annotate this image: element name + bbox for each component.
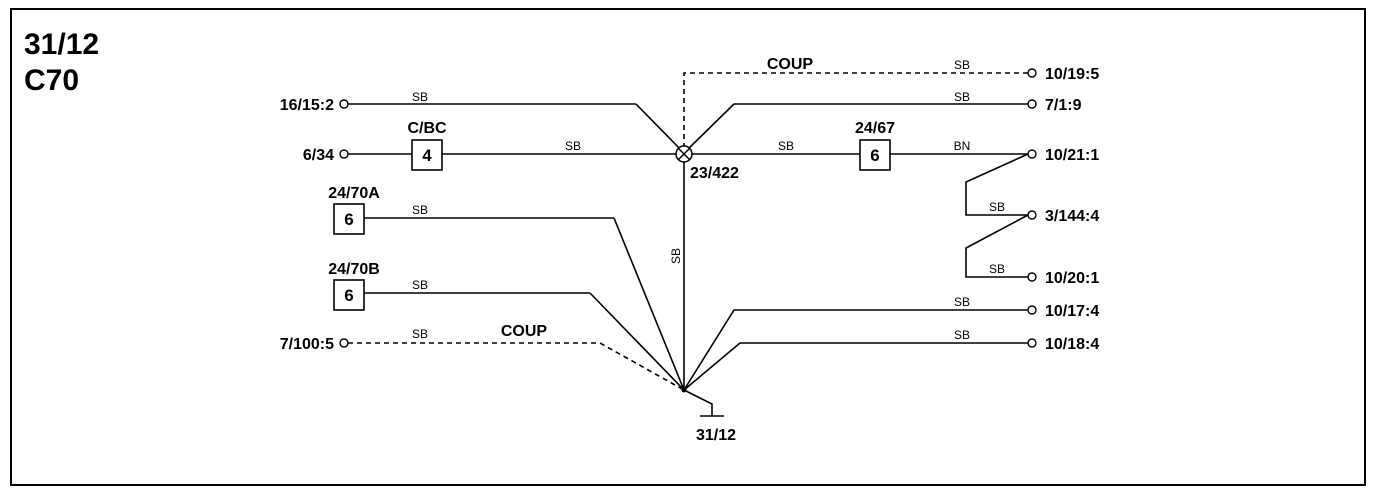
component-24-67-pin: 6 [870, 146, 879, 165]
ground-junction-dot [681, 387, 687, 393]
wire-color-label: SB [565, 139, 581, 153]
connector-10-21-1-terminal [1027, 149, 1037, 159]
component-24-70a-pin: 6 [344, 210, 353, 229]
wire-7-100-5-coup [348, 342, 685, 391]
wire-color-label: SB [412, 203, 428, 217]
connector-10-21-1: 10/21:1 [1045, 147, 1099, 164]
wire-10-18-4 [683, 342, 1028, 391]
ground-lead [683, 389, 713, 416]
wire-color-label: SB [412, 327, 428, 341]
connector-10-17-4-terminal [1027, 305, 1037, 315]
splice-icon [675, 145, 693, 163]
connector-7-1-9-terminal [1027, 99, 1037, 109]
connector-3-144-4: 3/144:4 [1045, 208, 1099, 225]
connector-10-20-1-terminal [1027, 272, 1037, 282]
connector-10-18-4: 10/18:4 [1045, 336, 1099, 353]
wire-color-label: SB [412, 90, 428, 104]
connector-16-15-2: 16/15:2 [280, 97, 334, 114]
component-24-70a-label: 24/70A [328, 185, 380, 202]
wire-24-70a-diag [613, 217, 685, 391]
wire-color-label: SB [669, 248, 683, 264]
wire-color-label: SB [954, 295, 970, 309]
component-cbc-pin: 4 [422, 146, 432, 165]
ground-label: 31/12 [696, 427, 736, 444]
wire-10-17-4 [683, 309, 1028, 391]
wire-color-label: BN [954, 139, 971, 153]
component-24-70b-label: 24/70B [328, 261, 380, 278]
connector-10-19-5: 10/19:5 [1045, 66, 1099, 83]
wire-3-144-4-b [965, 214, 1029, 278]
diagram-frame [10, 8, 1366, 486]
wire-color-label: SB [954, 90, 970, 104]
coup-label: COUP [767, 56, 814, 73]
diagram-model: C70 [24, 64, 80, 97]
connector-6-34: 6/34 [303, 147, 334, 164]
wire-16-15-2-diag [635, 103, 685, 154]
connector-10-17-4: 10/17:4 [1045, 303, 1099, 320]
component-24-70b-box [333, 279, 365, 311]
wire-color-label: SB [778, 139, 794, 153]
connector-7-100-5-terminal [339, 338, 349, 348]
component-24-67-label: 24/67 [855, 120, 895, 137]
wire-7-1-9-diag [683, 103, 735, 154]
connector-10-19-5-terminal [1027, 68, 1037, 78]
component-24-70b-pin: 6 [344, 286, 353, 305]
wire-color-label: SB [989, 200, 1005, 214]
wire-color-label: SB [954, 58, 970, 72]
component-cbc-label: C/BC [407, 120, 447, 137]
component-cbc-box [411, 139, 443, 171]
wire-24-70b-diag [589, 292, 685, 391]
connector-16-15-2-terminal [339, 99, 349, 109]
connector-3-144-4-terminal [1027, 210, 1037, 220]
coup-label: COUP [501, 323, 548, 340]
wire-color-label: SB [954, 328, 970, 342]
connector-6-34-terminal [339, 149, 349, 159]
wire-3-144-4-a [965, 153, 1029, 216]
splice-label: 23/422 [690, 165, 739, 182]
connector-7-100-5: 7/100:5 [280, 336, 334, 353]
connector-10-20-1: 10/20:1 [1045, 270, 1099, 287]
component-24-67-box [859, 139, 891, 171]
diagram-code: 31/12 [24, 28, 100, 61]
wire-10-19-5-coup [683, 72, 1028, 148]
connector-7-1-9: 7/1:9 [1045, 97, 1082, 114]
component-24-70a-box [333, 203, 365, 235]
wire-color-label: SB [989, 262, 1005, 276]
wire-color-label: SB [412, 278, 428, 292]
connector-10-18-4-terminal [1027, 338, 1037, 348]
